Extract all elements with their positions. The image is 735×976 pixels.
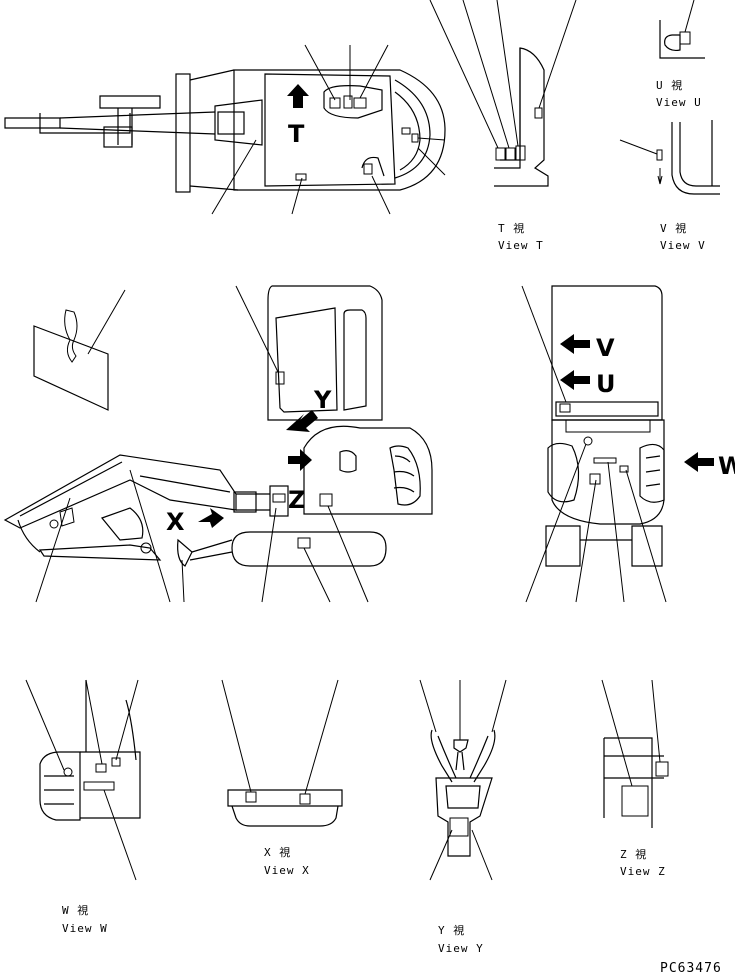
view-v-caption-en: View V [660, 239, 706, 252]
arrow-y-label: Y [313, 386, 332, 414]
arrow-u-label: U [596, 370, 616, 398]
view-z-detail: Z 視 View Z [601, 679, 669, 878]
arrow-w-label: W [718, 452, 735, 480]
arrow-z-side-icon [288, 449, 312, 471]
arrow-x-label: X [166, 508, 185, 536]
view-t-caption-en: View T [498, 239, 544, 252]
arrow-y-icon [286, 410, 318, 432]
view-w-detail: W 視 View W [25, 679, 141, 935]
arrow-t-label: T [288, 120, 305, 148]
view-w-caption-en: View W [62, 922, 108, 935]
side-view-machine: Y Z X [3, 285, 433, 603]
view-t-caption-jp: T 視 [498, 221, 525, 235]
arrow-v-label: V [596, 334, 615, 362]
view-z-caption-jp: Z 視 [620, 847, 647, 861]
view-x-caption-en: View X [264, 864, 310, 877]
view-u-caption-en: View U [656, 96, 702, 109]
view-t-detail: T 視 View T [429, 0, 577, 252]
view-y-detail: Y 視 View Y [419, 679, 507, 955]
arrow-z-label: Z [288, 486, 305, 514]
view-w-caption-jp: W 視 [62, 903, 89, 917]
view-x-caption-jp: X 視 [264, 845, 291, 859]
view-v-caption-jp: V 視 [660, 221, 687, 235]
rear-view-machine: V U W [521, 285, 735, 603]
arrow-u-icon [560, 370, 590, 390]
view-x-detail: X 視 View X [221, 679, 343, 877]
top-view-machine: T [4, 44, 446, 215]
arrow-w-icon [684, 452, 714, 472]
view-u-detail: U 視 View U [656, 0, 705, 109]
view-u-caption-jp: U 視 [656, 78, 683, 92]
decal-sketch [33, 325, 109, 411]
drawing-code: PC63476 [660, 961, 722, 976]
arrow-x-icon [198, 508, 224, 528]
view-v-detail: V 視 View V [619, 120, 720, 252]
arrow-t-icon [287, 84, 309, 108]
view-y-caption-jp: Y 視 [438, 923, 465, 937]
view-z-caption-en: View Z [620, 865, 666, 878]
view-y-caption-en: View Y [438, 942, 484, 955]
arrow-v-icon [560, 334, 590, 354]
